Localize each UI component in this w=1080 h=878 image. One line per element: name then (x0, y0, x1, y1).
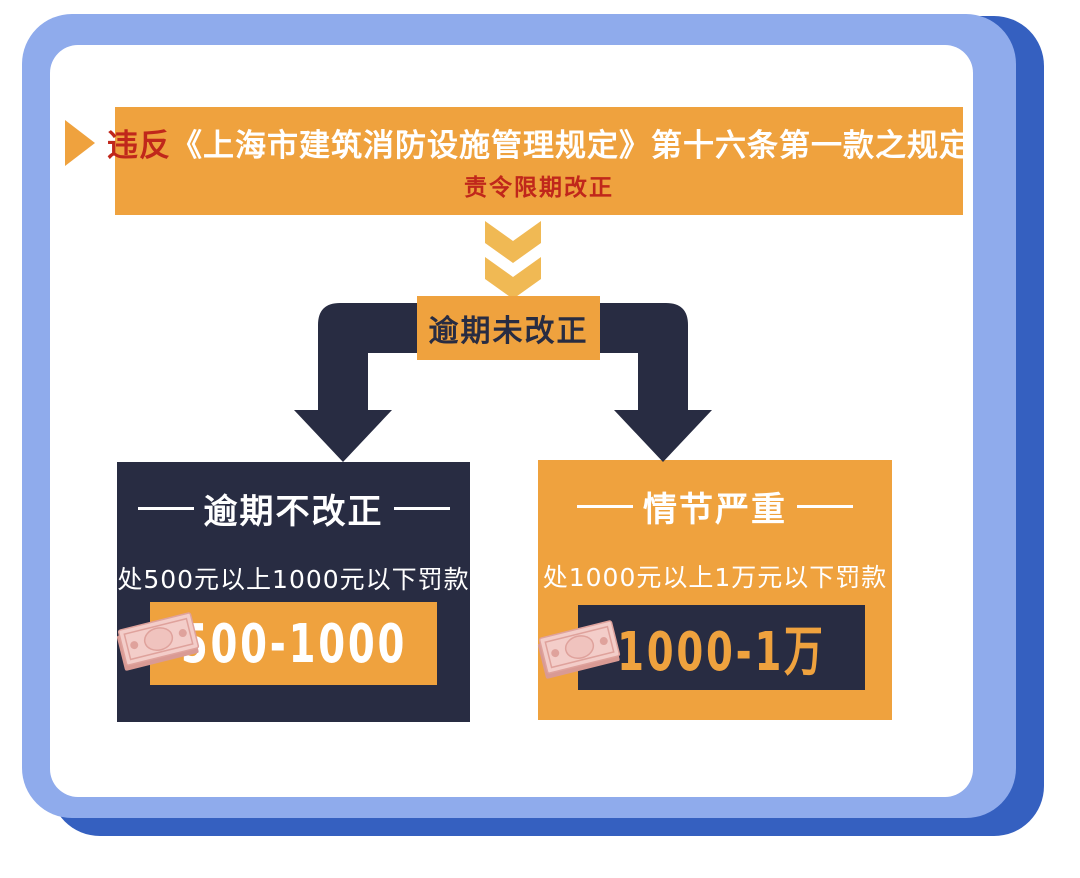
card-title: 情节严重 (643, 490, 787, 530)
branch-arrows (294, 303, 712, 462)
order-to-rectify-label: 责令限期改正 (464, 175, 614, 201)
outcome-card-serious-circumstances: 情节严重 处1000元以上1万元以下罚款 1000-1万 (537, 460, 892, 720)
card-title-row: 逾期不改正 (117, 484, 470, 533)
banknote-icon (116, 612, 200, 671)
double-chevron-down-icon (485, 221, 541, 299)
regulation-title-highlight: 违反 (107, 128, 171, 164)
right-triangle-icon (65, 120, 95, 166)
fine-amount-box: 500-1000 (150, 602, 437, 685)
title-dash-right (393, 507, 450, 510)
fine-description: 处1000元以上1万元以下罚款 (542, 563, 888, 592)
fine-amount: 500-1000 (180, 612, 407, 675)
card-title: 逾期不改正 (203, 492, 384, 532)
card-title-row: 情节严重 (538, 482, 892, 531)
title-dash-left (577, 505, 633, 508)
regulation-title-text: 《上海市建筑消防设施管理规定》第十六条第一款之规定 (171, 128, 971, 164)
title-dash-right (797, 505, 853, 508)
banknote-icon (537, 620, 621, 679)
outcome-card-overdue-not-corrected: 逾期不改正 处500元以上1000元以下罚款 500-1000 (116, 462, 470, 722)
fine-amount: 1000-1万 (617, 619, 826, 683)
fine-amount-box: 1000-1万 (578, 605, 865, 690)
regulation-title: 违反《上海市建筑消防设施管理规定》第十六条第一款之规定 (107, 120, 971, 165)
title-dash-left (137, 507, 194, 510)
condition-box: 逾期未改正 (417, 296, 600, 360)
regulation-banner: 违反《上海市建筑消防设施管理规定》第十六条第一款之规定 责令限期改正 (107, 107, 970, 215)
arrow-down-right-icon (590, 303, 712, 462)
arrow-down-left-icon (294, 303, 430, 462)
fine-description: 处500元以上1000元以下罚款 (117, 565, 470, 594)
